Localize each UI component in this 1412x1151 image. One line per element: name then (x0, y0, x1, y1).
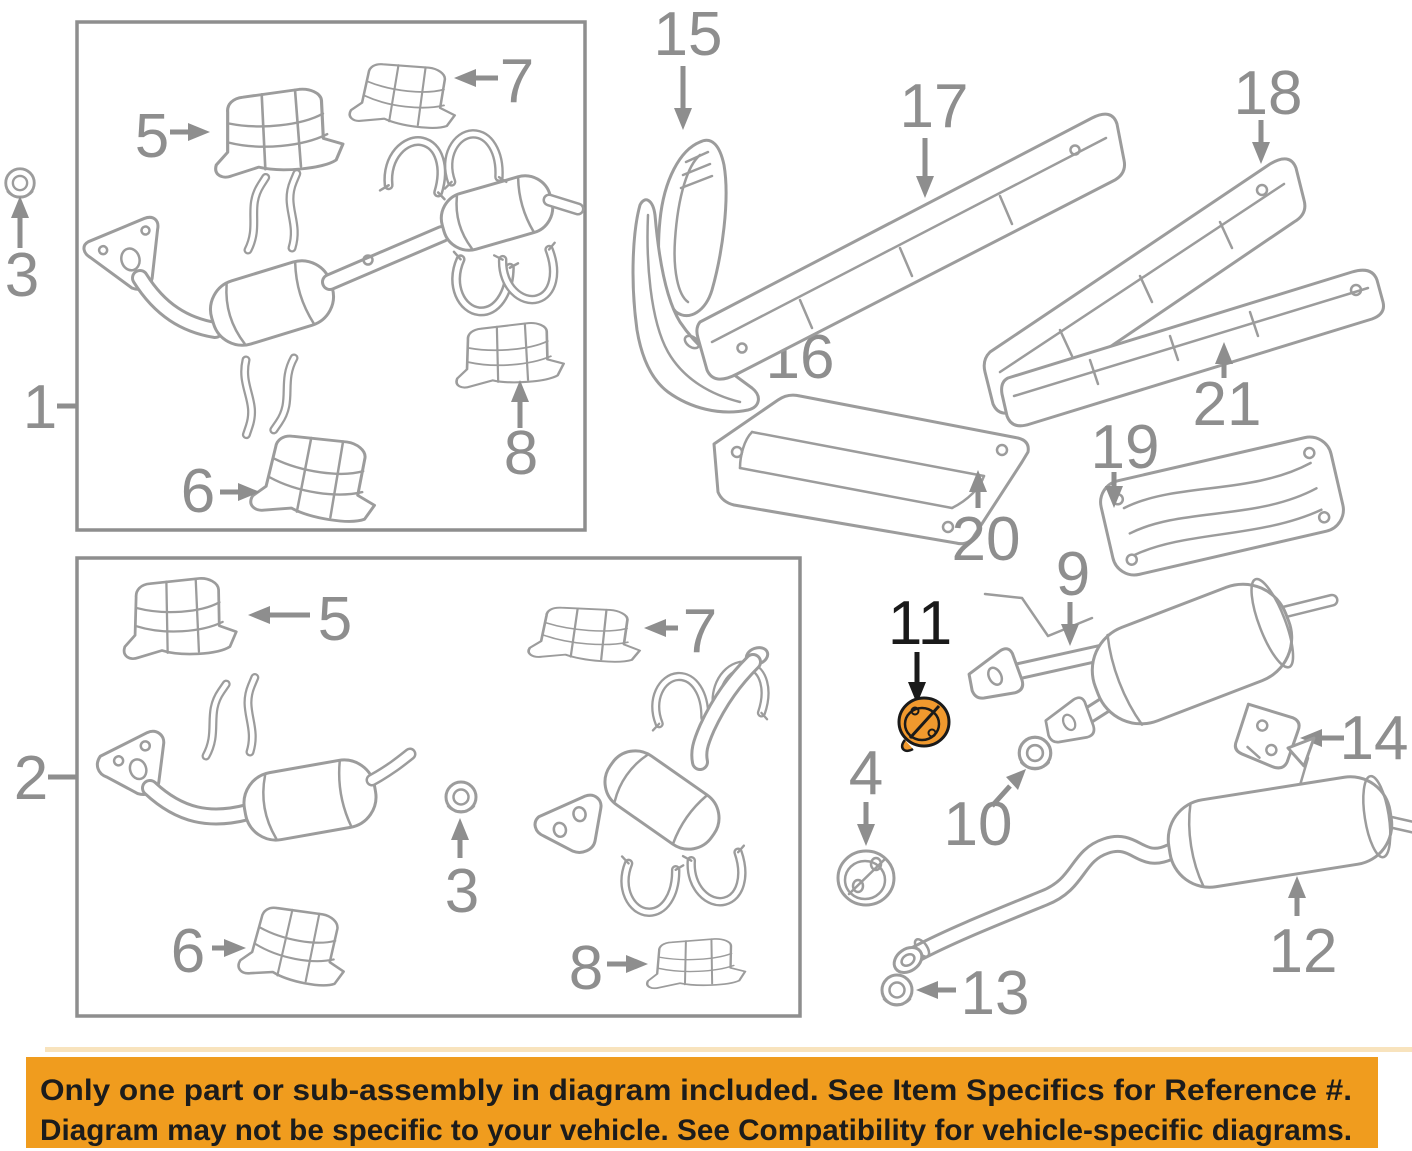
callout-arrow-13 (916, 981, 956, 999)
part-heat-shield-17 (695, 112, 1126, 381)
part-center-muffler-9 (967, 577, 1339, 744)
part-hanger-strap (236, 360, 256, 435)
callout-8-box1: 8 (504, 419, 538, 488)
part-clamp (613, 855, 683, 917)
callout-2: 2 (14, 744, 48, 813)
callout-8-box2: 8 (569, 934, 603, 1003)
callout-17: 17 (900, 72, 969, 141)
banner-accent-strip (45, 1047, 1412, 1052)
part-hanger-strap (245, 677, 260, 752)
part-front-pipe-assembly-box1 (82, 174, 585, 347)
callout-12: 12 (1269, 917, 1338, 986)
callout-arrow-20 (969, 470, 987, 508)
part-hanger-strap (248, 176, 266, 251)
callout-arrow-15 (674, 66, 692, 130)
callout-arrow-17 (916, 138, 934, 198)
callout-arrow-19 (1105, 472, 1123, 508)
callout-arrow-3-top (11, 196, 29, 248)
group-box-2 (75, 556, 802, 1018)
part-grommet-3-box2 (444, 780, 478, 814)
part-front-pipe-assembly-left-box2 (95, 729, 417, 842)
callout-5-box2: 5 (318, 585, 352, 654)
callout-20: 20 (952, 505, 1021, 574)
part-grommet-3-top (4, 167, 36, 199)
part-heat-shield-19 (1099, 435, 1345, 577)
callout-14: 14 (1340, 704, 1409, 773)
callout-arrow-8-box1 (511, 380, 529, 428)
callout-arrow-7-box1 (454, 69, 498, 87)
callout-13: 13 (961, 959, 1030, 1028)
part-grommet-10 (1017, 735, 1053, 771)
disclaimer-line-2: Diagram may not be specific to your vehi… (40, 1114, 1352, 1147)
callout-arrow-5-box1 (170, 123, 210, 141)
callout-6-box1: 6 (181, 457, 215, 526)
callout-arrow-18 (1252, 120, 1270, 164)
callout-15: 15 (654, 0, 723, 69)
part-clamp (380, 138, 450, 200)
part-hanger-strap (206, 683, 226, 758)
callout-11-highlighted: 11 (888, 589, 952, 658)
part-heat-shield-15 (657, 138, 728, 318)
part-clamp (438, 130, 506, 190)
part-hanger-bracket-14 (1233, 702, 1301, 770)
part-catalytic-assembly-right-box2 (533, 646, 770, 854)
callout-5-box1: 5 (135, 102, 169, 171)
callout-3-top: 3 (5, 241, 39, 310)
callout-arrow-4 (857, 802, 875, 846)
callout-arrow-7-box2 (644, 619, 678, 637)
part-heat-shield-20 (712, 393, 1030, 546)
callout-arrow-5-box2 (248, 606, 310, 624)
callout-18: 18 (1234, 59, 1303, 128)
part-heat-shield-6-box1 (248, 428, 385, 528)
part-exhaust-hanger-4 (836, 849, 896, 907)
part-heat-shield-5-box1 (206, 83, 347, 180)
callout-arrow-12 (1288, 876, 1306, 916)
part-heat-shield-18 (982, 157, 1307, 415)
part-heat-shield-16 (631, 198, 760, 414)
callout-arrow-10 (990, 769, 1026, 808)
callout-4: 4 (849, 739, 883, 808)
disclaimer-banner (26, 1057, 1378, 1148)
callout-21: 21 (1193, 370, 1262, 439)
callout-arrow-3-box2 (451, 818, 469, 858)
group-box-1 (75, 20, 587, 532)
part-heat-shield-21 (1000, 268, 1385, 428)
part-clamp (683, 846, 751, 906)
callout-6-box2: 6 (171, 917, 205, 986)
part-heat-shield-8-box1 (450, 319, 567, 390)
callout-arrow-11 (908, 652, 926, 704)
callout-1: 1 (23, 373, 57, 442)
part-heat-shield-7-box1 (347, 58, 461, 133)
callout-7-box1: 7 (500, 47, 534, 116)
part-grommet-13 (880, 973, 914, 1007)
part-heat-shield-5-box2 (118, 574, 240, 661)
part-rear-muffler-12 (892, 736, 1412, 974)
callout-arrow-6-box2 (212, 939, 246, 957)
callout-9: 9 (1056, 540, 1090, 609)
part-hanger-strap (287, 173, 302, 248)
callout-arrow-9 (1061, 602, 1079, 646)
callout-arrow-21 (1215, 342, 1233, 378)
disclaimer-line-1: Only one part or sub-assembly in diagram… (40, 1074, 1352, 1107)
callout-3-box2: 3 (445, 857, 479, 926)
part-exhaust-hanger-11-highlighted (897, 696, 951, 753)
callout-7-box2: 7 (683, 597, 717, 666)
part-hanger-strap (274, 357, 294, 432)
part-heat-shield-7-box2 (526, 603, 644, 666)
callout-arrow-6-box1 (220, 483, 260, 501)
callout-arrow-8-box2 (607, 955, 648, 973)
callout-19: 19 (1091, 413, 1160, 482)
part-heat-shield-6-box2 (236, 900, 355, 992)
callout-10: 10 (944, 790, 1013, 859)
part-heat-shield-8-box2 (643, 936, 747, 990)
